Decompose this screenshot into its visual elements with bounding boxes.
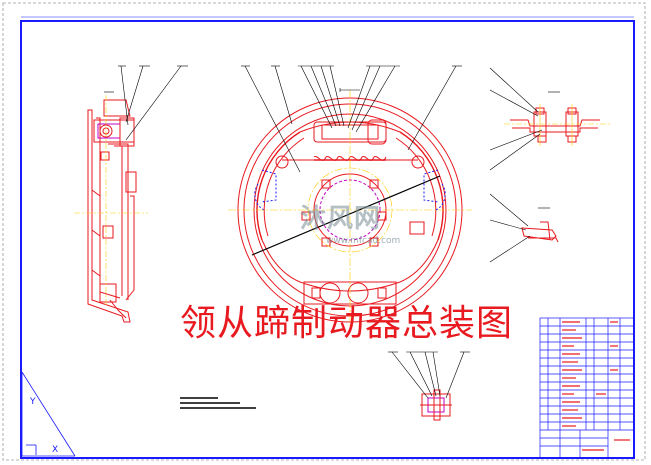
svg-text:Y: Y	[29, 397, 36, 407]
title-block	[539, 317, 635, 459]
corner-mark: Y X	[21, 371, 76, 457]
detail-a-leaders	[489, 67, 560, 171]
watermark-url: www.mfcad.com	[326, 236, 401, 246]
inner-border	[20, 20, 635, 459]
outer-frame	[2, 2, 646, 461]
front-view-centerlines	[228, 90, 472, 330]
drawing-title: 领从蹄制动器总装图	[180, 303, 514, 344]
title-block-text-marks	[562, 321, 630, 451]
watermark-logo: 沐风网	[300, 204, 382, 234]
front-view-leaders	[241, 65, 462, 173]
side-section-view	[87, 99, 137, 323]
detail-b-leaders	[489, 193, 550, 263]
detail-view-b	[521, 221, 559, 243]
svg-text:X: X	[52, 445, 58, 455]
detail-c-leaders	[388, 351, 470, 399]
side-view-leaders	[104, 65, 188, 141]
section-cut-line	[251, 175, 441, 256]
notes-block	[180, 397, 256, 409]
detail-view-c	[420, 389, 452, 421]
